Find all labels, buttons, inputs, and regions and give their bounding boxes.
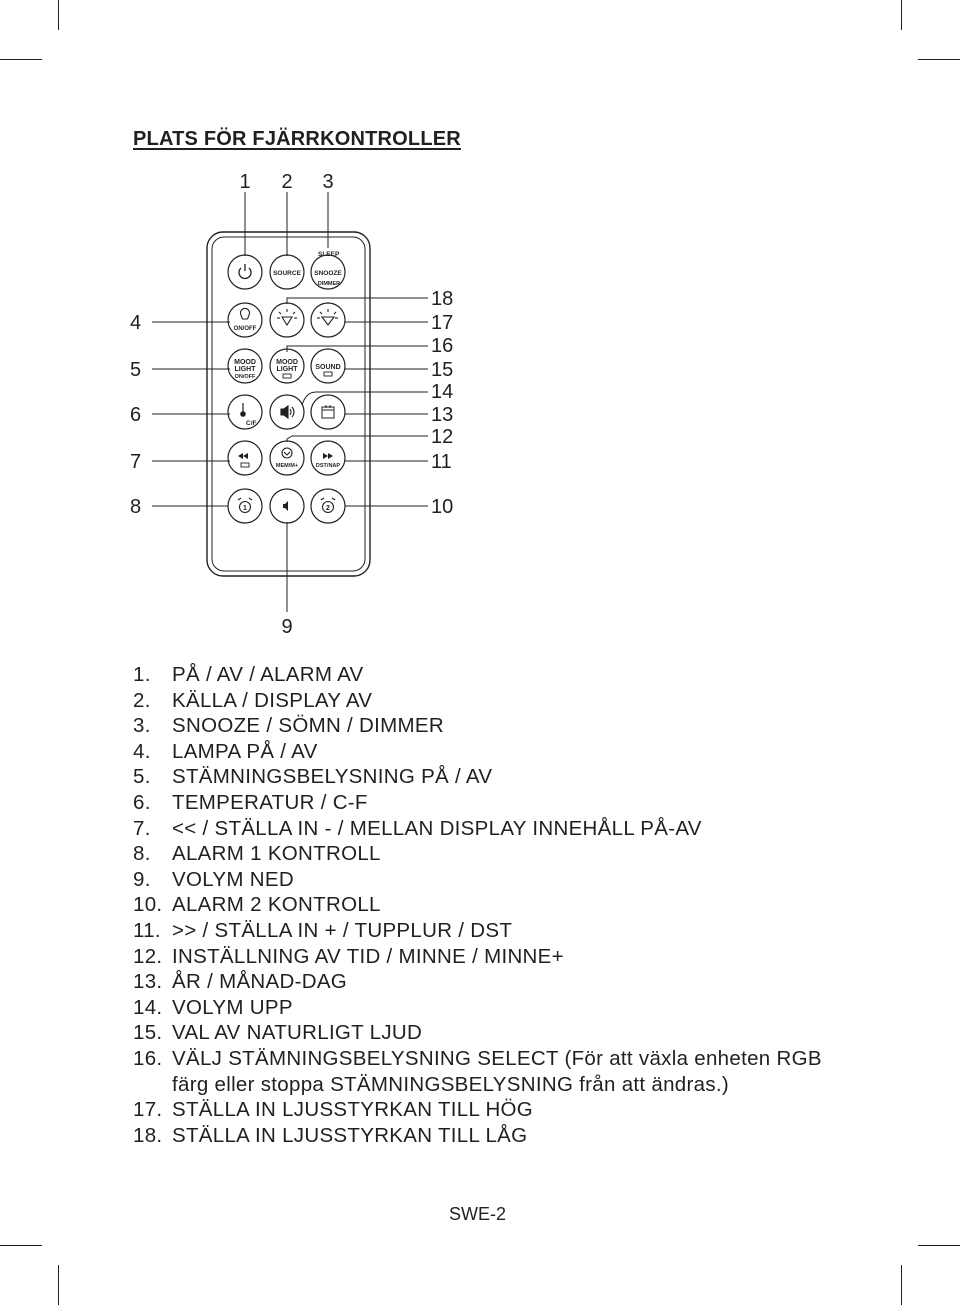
leader-lines xyxy=(152,192,428,612)
brightness-low-button xyxy=(310,302,346,338)
temperature-button xyxy=(227,394,263,430)
forward-button xyxy=(310,440,346,476)
thermometer-icon xyxy=(240,403,246,417)
callout-8: 8 xyxy=(130,496,141,518)
legend-item: 1.PÅ / AV / ALARM AV xyxy=(133,663,364,686)
legend-item: 11.>> / STÄLLA IN + / TUPPLUR / DST xyxy=(133,918,513,942)
power-icon xyxy=(238,267,252,280)
brightness-high-button xyxy=(269,302,305,338)
mood-label: MOOD xyxy=(234,359,256,366)
legend-item: 18.STÄLLA IN LJUSSTYRKAN TILL LÅG xyxy=(133,1123,528,1147)
legend-item: 6.TEMPERATUR / C-F xyxy=(133,790,368,814)
volume-up-button xyxy=(269,394,305,430)
legend-item: 10.ALARM 2 KONTROLL xyxy=(133,893,381,917)
source-label: SOURCE xyxy=(273,270,301,277)
rect-icon xyxy=(240,462,250,468)
legend-item: 12.INSTÄLLNING AV TID / MINNE / MINNE+ xyxy=(133,944,564,968)
remote-diagram: SLEEP SOURCE SNOOZE DIMMER ON/OFF MOOD L… xyxy=(130,171,453,638)
volume-up-icon xyxy=(280,404,295,420)
legend-item: 4.LAMPA PÅ / AV xyxy=(133,739,318,763)
page-number: SWE-2 xyxy=(449,1204,507,1224)
legend-item: 14.VOLYM UPP xyxy=(133,995,293,1019)
mood-onoff-label: ON/OFF xyxy=(235,374,256,380)
crop-mark xyxy=(58,1265,59,1305)
rect-icon xyxy=(323,371,333,377)
lamp-onoff-button xyxy=(227,302,263,338)
legend-item: 3.SNOOZE / SÖMN / DIMMER xyxy=(133,714,444,738)
rewind-button xyxy=(227,440,263,476)
volume-down-icon xyxy=(283,501,288,511)
alarm2-icon xyxy=(320,497,336,514)
alarm1-number: 1 xyxy=(243,505,247,512)
sound-label: SOUND xyxy=(315,364,340,371)
legend-item: 7.<< / STÄLLA IN - / MELLAN DISPLAY INNE… xyxy=(133,816,702,840)
crop-mark xyxy=(0,1245,42,1246)
calendar-icon xyxy=(321,405,335,419)
callout-13: 13 xyxy=(431,404,453,426)
callout-16: 16 xyxy=(431,335,453,357)
rect-icon xyxy=(282,373,292,379)
dimmer-label: DIMMER xyxy=(318,281,340,287)
legend-item: 2.KÄLLA / DISPLAY AV xyxy=(133,688,373,712)
legend-item: 15.VAL AV NATURLIGT LJUD xyxy=(133,1021,423,1045)
crop-mark xyxy=(58,0,59,30)
crop-mark xyxy=(0,59,42,60)
light-label: LIGHT xyxy=(235,366,257,373)
brightness-high-icon xyxy=(277,309,297,327)
bulb-icon xyxy=(239,307,251,320)
rewind-icon xyxy=(238,453,248,459)
brightness-low-icon xyxy=(317,309,338,326)
callout-18: 18 xyxy=(431,288,453,310)
legend-item: 13.ÅR / MÅNAD-DAG xyxy=(133,970,348,994)
button-legend: 1.PÅ / AV / ALARM AV 2.KÄLLA / DISPLAY A… xyxy=(133,662,852,1148)
callout-14: 14 xyxy=(431,381,453,403)
remote-body xyxy=(206,231,371,577)
callout-5: 5 xyxy=(130,359,141,381)
callout-15: 15 xyxy=(431,359,453,381)
mem-label: MEM/M+ xyxy=(276,463,298,469)
light-label: LIGHT xyxy=(277,366,299,373)
sleep-label: SLEEP xyxy=(318,251,340,258)
date-button xyxy=(310,394,346,430)
callout-9: 9 xyxy=(281,616,292,638)
crop-mark xyxy=(918,59,960,60)
callout-17: 17 xyxy=(431,312,453,334)
remote-body-inner xyxy=(211,236,366,572)
mood-light-onoff-button xyxy=(227,348,263,384)
callout-6: 6 xyxy=(130,404,141,426)
legend-item: 5.STÄMNINGSBELYSNING PÅ / AV xyxy=(133,765,493,789)
callout-2: 2 xyxy=(281,171,292,193)
clock-icon xyxy=(281,447,293,459)
mood-label: MOOD xyxy=(276,359,298,366)
page-title: PLATS FÖR FJÄRRKONTROLLER xyxy=(133,128,461,150)
dst-nap-label: DST/NAP xyxy=(316,463,340,469)
lamp-onoff-label: ON/OFF xyxy=(234,326,257,332)
callout-3: 3 xyxy=(322,171,333,193)
callout-4: 4 xyxy=(130,312,141,334)
callout-11: 11 xyxy=(431,451,452,473)
crop-mark xyxy=(918,1245,960,1246)
snooze-button xyxy=(310,254,346,290)
legend-item: 9.VOLYM NED xyxy=(133,867,294,891)
crop-mark xyxy=(901,1265,902,1305)
cf-label: C/F xyxy=(246,420,257,427)
callout-10: 10 xyxy=(431,496,453,518)
callout-12: 12 xyxy=(431,426,453,448)
legend-item: 8.ALARM 1 KONTROLL xyxy=(133,842,381,866)
callout-1: 1 xyxy=(239,171,250,193)
legend-item: 16.VÄLJ STÄMNINGSBELYSNING SELECT (För a… xyxy=(133,1046,822,1096)
snooze-label: SNOOZE xyxy=(314,270,342,277)
alarm1-icon xyxy=(237,497,253,514)
callout-7: 7 xyxy=(130,451,141,473)
legend-item: 17.STÄLLA IN LJUSSTYRKAN TILL HÖG xyxy=(133,1098,534,1122)
forward-icon xyxy=(323,453,333,459)
alarm2-number: 2 xyxy=(326,505,330,512)
power-button xyxy=(227,254,263,290)
sound-button xyxy=(310,348,346,384)
crop-mark xyxy=(901,0,902,30)
